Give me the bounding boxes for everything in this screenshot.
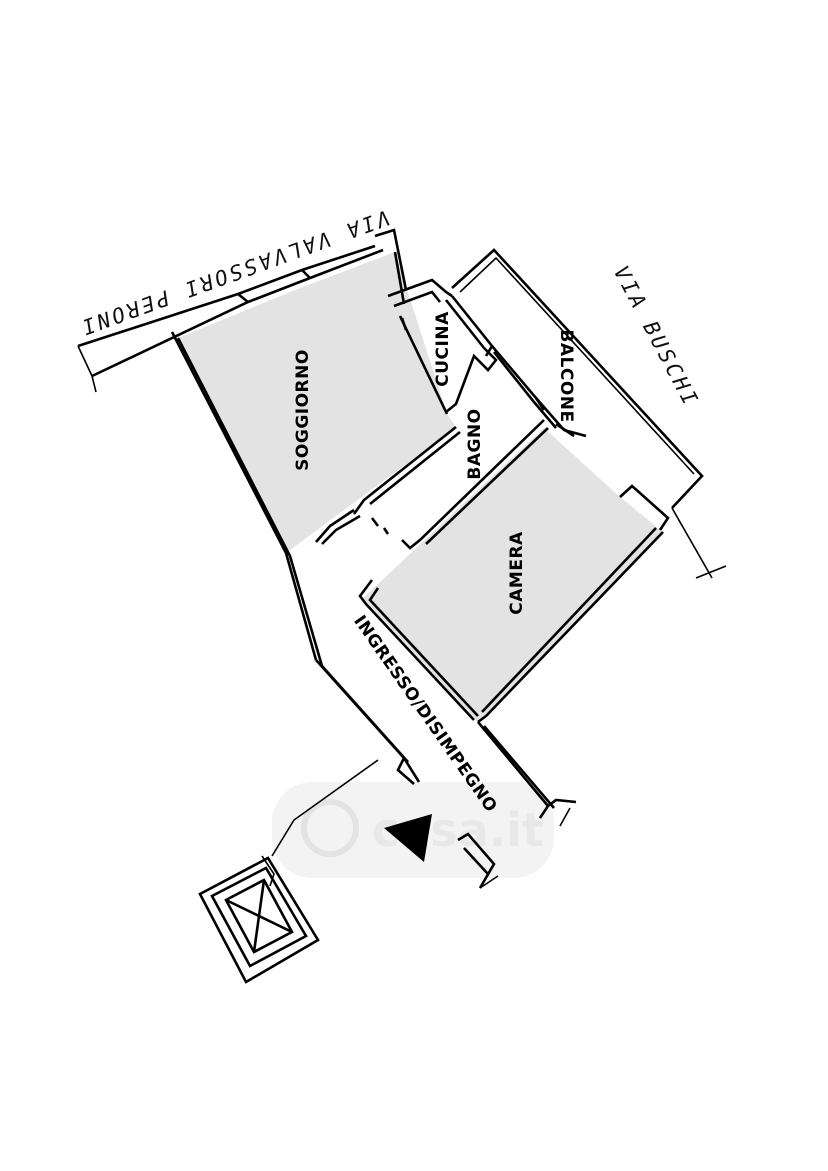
cucina-walls	[387, 278, 498, 415]
bagno-walls	[352, 419, 549, 550]
ingresso-walls	[457, 721, 577, 889]
room-label-cucina: CUCINA	[433, 311, 453, 387]
watermark-logo-icon	[301, 799, 359, 857]
room-label-camera: CAMERA	[507, 531, 527, 615]
soggiorno-walls	[315, 508, 361, 545]
street-wall-top	[77, 244, 384, 393]
room-label-soggiorno: SOGGIORNO	[293, 349, 313, 471]
entrance-arrow-icon	[384, 814, 432, 862]
outer-walls	[170, 228, 421, 785]
landing-walls	[261, 759, 379, 887]
camera-area	[363, 428, 663, 722]
elevator-shaft	[198, 856, 320, 984]
balcone-walls	[451, 248, 727, 579]
camera-walls	[358, 527, 664, 724]
room-label-bagno: BAGNO	[465, 408, 485, 479]
soggiorno-area	[178, 252, 456, 553]
room-label-balcone: BALCONE	[556, 329, 576, 422]
